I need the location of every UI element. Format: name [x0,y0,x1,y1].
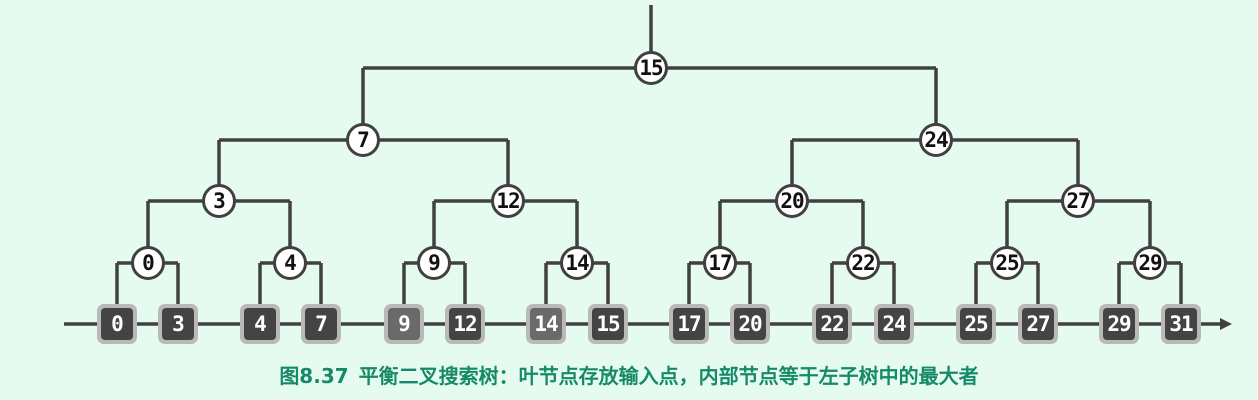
internal-node: 20 [775,184,809,218]
leaf-node: 4 [240,304,280,344]
internal-node: 24 [919,123,953,157]
leaf-node: 29 [1099,304,1139,344]
leaf-label: 4 [244,308,276,340]
internal-node: 14 [560,246,594,280]
leaf-node: 9 [384,304,424,344]
leaf-node: 7 [301,304,341,344]
leaf-node: 31 [1161,304,1201,344]
leaf-node: 14 [526,304,566,344]
internal-node: 12 [491,184,525,218]
leaf-label: 0 [101,308,133,340]
internal-node: 3 [202,184,236,218]
caption-text: 平衡二叉搜索树：叶节点存放输入点，内部节点等于左子树中的最大者 [358,364,979,388]
figure-caption: 图8.37 平衡二叉搜索树：叶节点存放输入点，内部节点等于左子树中的最大者 [0,360,1258,389]
internal-node: 27 [1061,184,1095,218]
leaf-node: 24 [874,304,914,344]
leaf-node: 3 [158,304,198,344]
internal-node: 9 [417,246,451,280]
leaf-node: 27 [1018,304,1058,344]
internal-node: 7 [346,123,380,157]
internal-node: 4 [273,246,307,280]
leaf-label: 25 [960,308,992,340]
leaf-node: 17 [669,304,709,344]
internal-node: 25 [990,246,1024,280]
leaf-node: 25 [956,304,996,344]
leaf-label: 15 [592,308,624,340]
leaf-node: 20 [730,304,770,344]
leaf-label: 27 [1022,308,1054,340]
leaf-label: 9 [388,308,420,340]
leaf-label: 3 [162,308,194,340]
internal-node: 0 [131,246,165,280]
internal-node: 22 [846,246,880,280]
leaf-node: 0 [97,304,137,344]
leaf-label: 12 [449,308,481,340]
internal-node: 17 [703,246,737,280]
leaf-node: 15 [588,304,628,344]
internal-node: 29 [1133,246,1167,280]
leaf-node: 12 [445,304,485,344]
leaf-label: 22 [816,308,848,340]
figure-number: 图8.37 [279,364,349,388]
leaf-label: 29 [1103,308,1135,340]
leaf-label: 24 [878,308,910,340]
leaf-label: 31 [1165,308,1197,340]
leaf-label: 14 [530,308,562,340]
root-node: 15 [634,51,668,85]
leaf-label: 20 [734,308,766,340]
leaf-label: 7 [305,308,337,340]
leaf-node: 22 [812,304,852,344]
leaf-label: 17 [673,308,705,340]
axis-arrow-icon [1220,318,1232,330]
